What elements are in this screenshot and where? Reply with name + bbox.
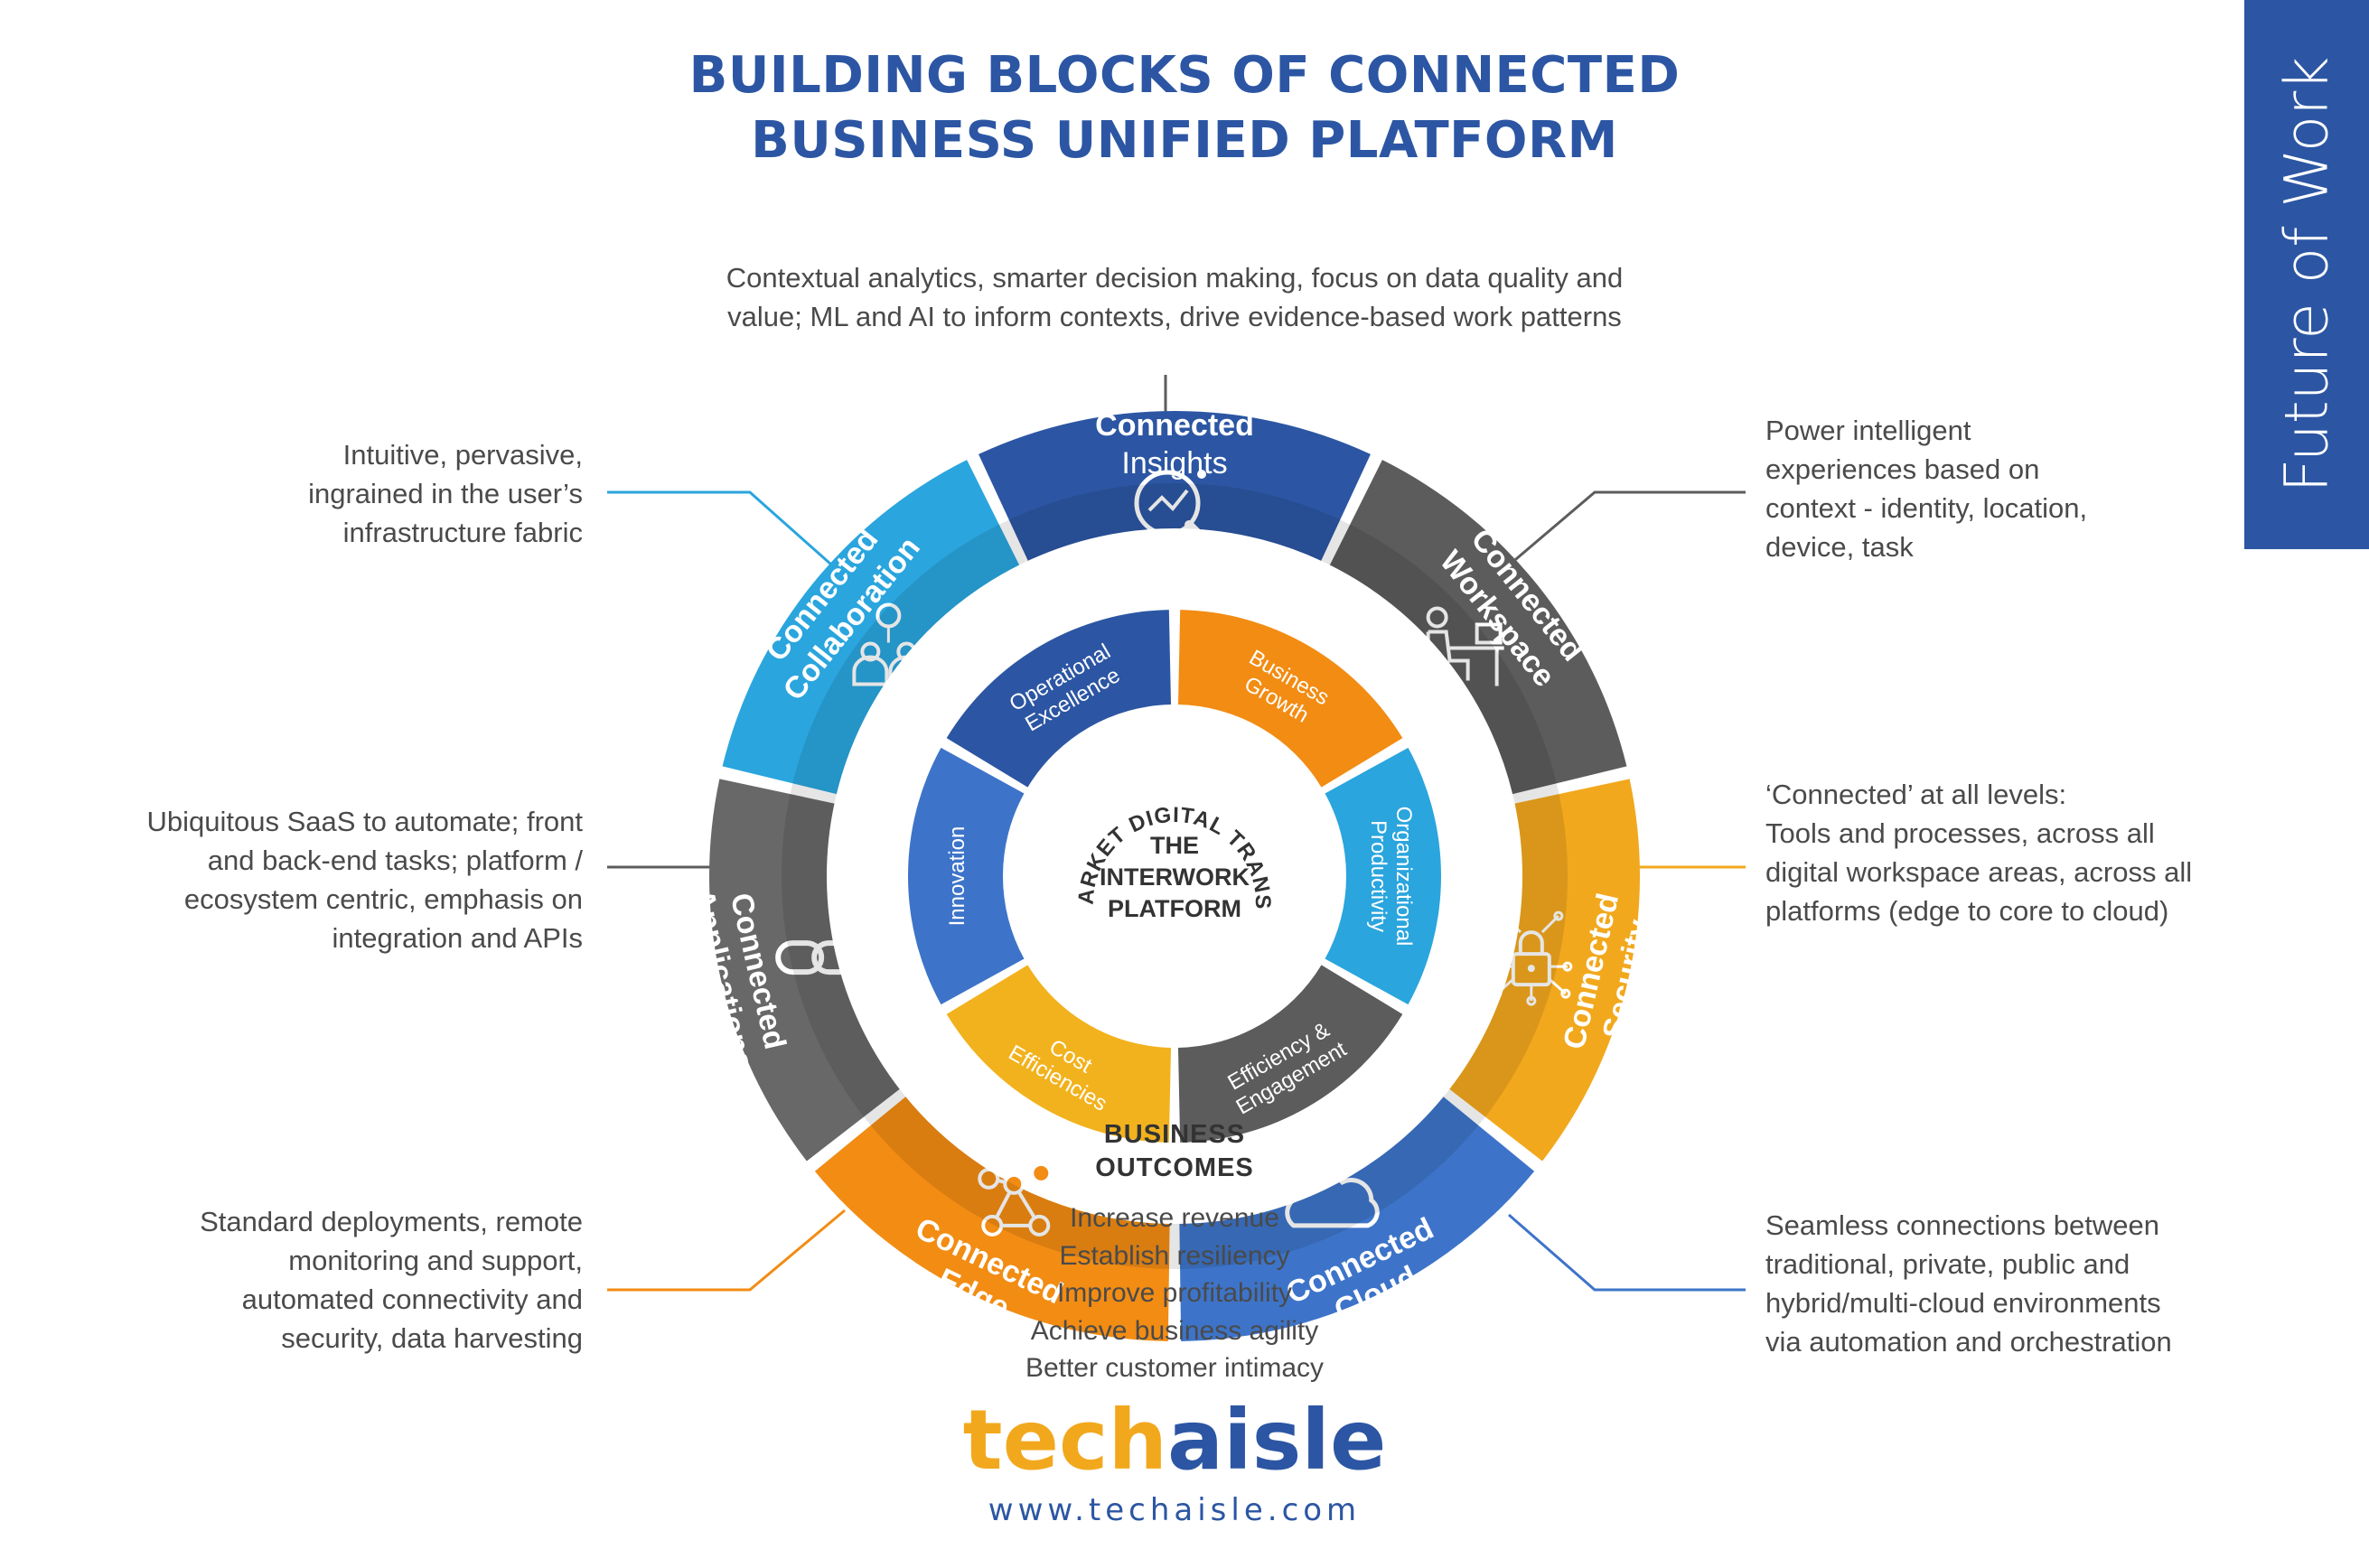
applications-desc-line-4: integration and APIs (332, 922, 583, 954)
center-line-3: PLATFORM (1108, 895, 1241, 922)
org-productivity-label-line-1: Organizational (1391, 807, 1416, 947)
cost-efficiencies-sector (946, 965, 1172, 1143)
outcome-item: Achieve business agility (1030, 1315, 1319, 1346)
page-title: BUILDING BLOCKS OF CONNECTED BUSINESS UN… (0, 43, 2369, 173)
cloud-icon (1285, 1171, 1380, 1228)
center-line-2: INTERWORK (1100, 863, 1250, 891)
applications-desc-line-3: ecosystem centric, emphasis on (183, 883, 583, 915)
outcome-item: Improve profitability (1056, 1278, 1293, 1308)
collaboration-sector (722, 460, 1020, 795)
business-outcomes-list: Increase revenue Establish resiliency Im… (949, 1199, 1400, 1387)
padlock-circuit-icon (1490, 910, 1573, 1006)
edge-desc-line-4: security, data harvesting (281, 1322, 583, 1354)
workspace-desc-line-2: experiences based on (1765, 453, 2040, 485)
edge-connector (607, 1209, 846, 1292)
workspace-connector (1503, 490, 1746, 571)
outer-ring-shade (782, 483, 1568, 1269)
business-outcomes-title-line-1: BUSINESS (1103, 1120, 1246, 1149)
person-at-desk-icon (1426, 606, 1504, 694)
inner-ring: BusinessGrowthOrganizationalProductivity… (907, 610, 1441, 1143)
edge-desc-line-1: Standard deployments, remote (200, 1206, 583, 1237)
operational-excellence-sector (946, 610, 1172, 788)
cloud-connector (1508, 1213, 1746, 1292)
security-description: ‘Connected’ at all levels: Tools and pro… (1765, 775, 2235, 930)
edge-desc-line-3: automated connectivity and (241, 1283, 583, 1315)
workspace-desc-line-4: device, task (1765, 531, 1914, 563)
insights-sector (978, 410, 1371, 561)
insights-desc-line-1: Contextual analytics, smarter decision m… (726, 262, 1624, 294)
collaboration-connector (607, 490, 832, 566)
logo-part-aisle: aisle (1167, 1392, 1387, 1489)
cloud-desc-line-2: traditional, private, public and (1765, 1248, 2130, 1280)
techaisle-url: www.techaisle.com (988, 1492, 1362, 1528)
center-circle (1016, 718, 1333, 1034)
connector-lines (607, 375, 1746, 1292)
outcome-item: Better customer intimacy (1025, 1353, 1325, 1383)
business-outcomes-title: BUSINESS OUTCOMES (994, 1118, 1355, 1185)
efficiency-engagement-sector (1177, 965, 1403, 1143)
collaboration-desc-line-3: infrastructure fabric (342, 517, 583, 548)
applications-desc-line-1: Ubiquitous SaaS to automate; front (146, 806, 583, 837)
workspace-desc-line-3: context - identity, location, (1765, 492, 2088, 524)
edge-desc-line-2: monitoring and support, (288, 1245, 583, 1276)
outcome-item: Establish resiliency (1059, 1240, 1290, 1271)
outcome-item: Increase revenue (1070, 1203, 1279, 1233)
insights-desc-line-2: value; ML and AI to inform contexts, dri… (727, 301, 1622, 332)
cloud-sector (1179, 1097, 1535, 1341)
team-idea-icon (852, 602, 925, 686)
security-desc-line-3: digital workspace areas, across all (1765, 856, 2193, 888)
insights-label-line-1: Connected (1095, 408, 1254, 443)
innovation-label-line-1: Innovation (945, 826, 969, 927)
title-line-1: BUILDING BLOCKS OF CONNECTED (688, 46, 1681, 105)
center-line-1: THE (1150, 832, 1199, 859)
business-growth-sector (1177, 610, 1403, 788)
network-nodes-icon (978, 1162, 1053, 1237)
org-productivity-sector (1325, 747, 1441, 1005)
collaboration-desc-line-1: Intuitive, pervasive, (342, 439, 583, 471)
security-desc-line-4: platforms (edge to core to cloud) (1765, 895, 2169, 927)
cloud-desc-line-4: via automation and orchestration (1765, 1326, 2172, 1358)
techaisle-logo: techaisle (958, 1395, 1391, 1486)
innovation-sector (907, 747, 1025, 1005)
inner-innovation: Innovation (907, 747, 1025, 1005)
logo-part-tech: tech (962, 1392, 1168, 1489)
business-outcomes-title-line-2: OUTCOMES (1095, 1153, 1254, 1182)
collaboration-desc-line-2: ingrained in the user’s (308, 478, 583, 509)
title-line-2: BUSINESS UNIFIED PLATFORM (751, 111, 1618, 170)
workspace-desc-line-1: Power intelligent (1765, 415, 1971, 446)
analytics-magnifier-icon (1134, 470, 1219, 555)
security-desc-line-2: Tools and processes, across all (1765, 817, 2155, 849)
cloud-description: Seamless connections between traditional… (1765, 1206, 2217, 1361)
insights-description: Contextual analytics, smarter decision m… (632, 258, 1717, 336)
workspace-description: Power intelligent experiences based on c… (1765, 411, 2199, 566)
edge-description: Standard deployments, remote monitoring … (131, 1202, 583, 1358)
cloud-desc-line-1: Seamless connections between (1765, 1209, 2159, 1241)
org-productivity-label-line-2: Productivity (1366, 820, 1390, 932)
security-sector (1449, 779, 1641, 1162)
chain-link-icon (775, 940, 861, 975)
security-desc-line-1: ‘Connected’ at all levels: (1765, 779, 2067, 810)
collaboration-description: Intuitive, pervasive, ingrained in the u… (221, 435, 583, 552)
applications-desc-line-2: and back-end tasks; platform / (207, 845, 583, 876)
cloud-desc-line-3: hybrid/multi-cloud environments (1765, 1287, 2161, 1319)
applications-description: Ubiquitous SaaS to automate; front and b… (104, 802, 583, 957)
future-of-work-tab: Future of Work (2244, 0, 2369, 549)
